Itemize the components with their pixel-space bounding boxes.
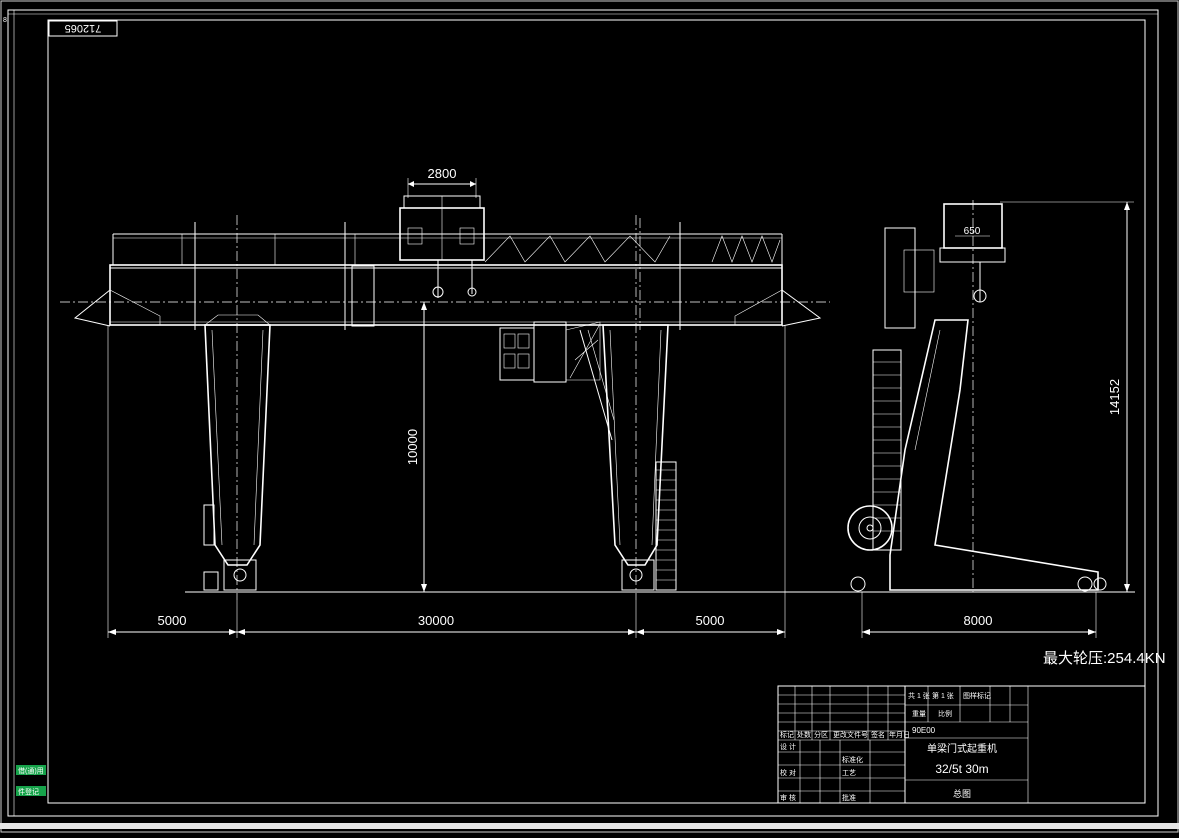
tb-col-date: 年月日 <box>889 730 910 739</box>
tb-approve: 批准 <box>842 793 856 802</box>
corner-mark: 8 <box>3 17 7 24</box>
code-box <box>48 20 118 37</box>
cable-reel <box>847 505 893 551</box>
tb-sheet-name: 总图 <box>953 788 971 799</box>
tb-col-count: 处数 <box>797 730 811 739</box>
tb-mark: 图样标记 <box>963 691 991 700</box>
right-cantilever <box>781 289 822 327</box>
dim-main-span: 30000 <box>418 613 454 628</box>
dim-side-width: 8000 <box>964 613 993 628</box>
tb-spec: 32/5t 30m <box>935 762 988 776</box>
tb-drawing-no: 90E00 <box>912 726 936 735</box>
tb-col-zone: 分区 <box>814 730 828 739</box>
dimension-labels: 2800 5000 30000 5000 8000 10000 14152 65… <box>158 166 1122 628</box>
walkway-railing <box>112 218 783 330</box>
title-block-text: 共 1 张 第 1 张 图样标记 重量 比例 标记 处数 分区 更改文件号 签名… <box>780 691 997 802</box>
tb-standard: 标准化 <box>842 755 863 764</box>
right-leg <box>579 324 677 591</box>
trolley <box>399 195 485 298</box>
dim-total-height: 14152 <box>1107 379 1122 415</box>
dim-right-span: 5000 <box>696 613 725 628</box>
tb-weight: 重量 <box>912 710 926 718</box>
tb-scale: 比例 <box>938 709 952 718</box>
title-block <box>777 685 1146 804</box>
sheet-frame <box>7 9 1159 817</box>
tb-col-sign: 签名 <box>871 730 885 739</box>
left-leg <box>203 314 271 591</box>
tb-check: 校 对 <box>780 768 796 777</box>
left-cantilever <box>73 289 111 327</box>
tb-sheet-no: 第 1 张 <box>932 691 954 700</box>
dim-lift-height: 10000 <box>405 429 420 465</box>
tb-col-mark: 标记 <box>780 730 794 739</box>
tb-machine-name: 单梁门式起重机 <box>927 742 997 755</box>
side-view <box>840 200 1135 593</box>
tb-design: 设 计 <box>780 742 796 751</box>
tb-col-change: 更改文件号 <box>833 730 868 739</box>
tb-review: 审 核 <box>780 793 796 802</box>
code-box-text: 712065 <box>65 22 102 34</box>
stamp-text-b: 件登记 <box>18 787 39 796</box>
side-stamp: 借(通)用 件登记 <box>16 765 46 796</box>
dimension-lines <box>107 178 1134 638</box>
dim-trolley-width: 2800 <box>428 166 457 181</box>
operator-cab <box>499 321 601 383</box>
stamp-text-a: 借(通)用 <box>18 766 44 775</box>
dim-left-span: 5000 <box>158 613 187 628</box>
dim-small: 650 <box>964 226 981 237</box>
girder-connection <box>351 265 375 327</box>
max-wheel-load: 最大轮压:254.4KN <box>1043 650 1166 667</box>
tb-process: 工艺 <box>842 769 856 777</box>
tb-sheets-total: 共 1 张 <box>908 691 930 700</box>
front-view <box>60 195 840 600</box>
main-girder <box>109 264 783 326</box>
